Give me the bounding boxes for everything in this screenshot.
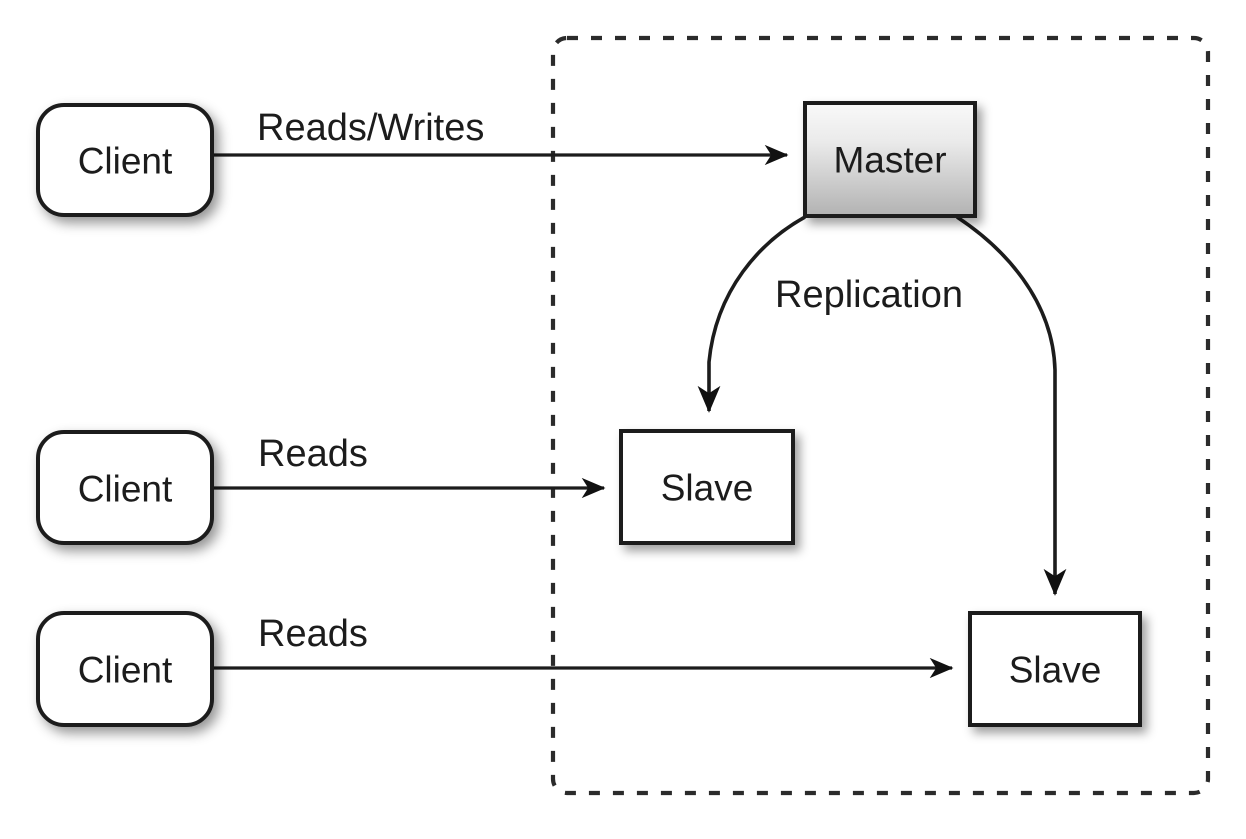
node-slave-2[interactable]: Slave xyxy=(968,611,1142,727)
master-box[interactable] xyxy=(803,101,977,218)
edge-label-reads-2: Reads xyxy=(258,613,368,655)
edge-label-reads-1: Reads xyxy=(258,433,368,475)
edge-master-slave2-curve xyxy=(956,215,1067,596)
client-1-label: Client xyxy=(78,141,173,182)
edge-master-slave1 xyxy=(697,215,806,413)
slave-1-label: Slave xyxy=(661,468,754,509)
edge-label-reads-writes: Reads/Writes xyxy=(257,107,484,149)
edge-label-replication: Replication xyxy=(775,274,963,316)
edge-master-slave2 xyxy=(956,215,1067,596)
client-3-box[interactable] xyxy=(36,611,214,727)
replication-cluster-boundary xyxy=(550,35,1211,796)
node-client-2[interactable]: Client xyxy=(36,430,214,545)
slave-1-box[interactable] xyxy=(619,429,795,545)
node-client-3[interactable]: Client xyxy=(36,611,214,727)
client-1-box[interactable] xyxy=(36,103,214,217)
master-label: Master xyxy=(833,140,946,181)
slave-2-box[interactable] xyxy=(968,611,1142,727)
edge-master-slave1-curve xyxy=(697,215,806,413)
node-client-1[interactable]: Client xyxy=(36,103,214,217)
client-3-label: Client xyxy=(78,650,173,691)
client-2-box[interactable] xyxy=(36,430,214,545)
node-slave-1[interactable]: Slave xyxy=(619,429,795,545)
node-master[interactable]: Master xyxy=(803,101,977,218)
slave-2-label: Slave xyxy=(1009,650,1102,691)
client-2-label: Client xyxy=(78,469,173,510)
